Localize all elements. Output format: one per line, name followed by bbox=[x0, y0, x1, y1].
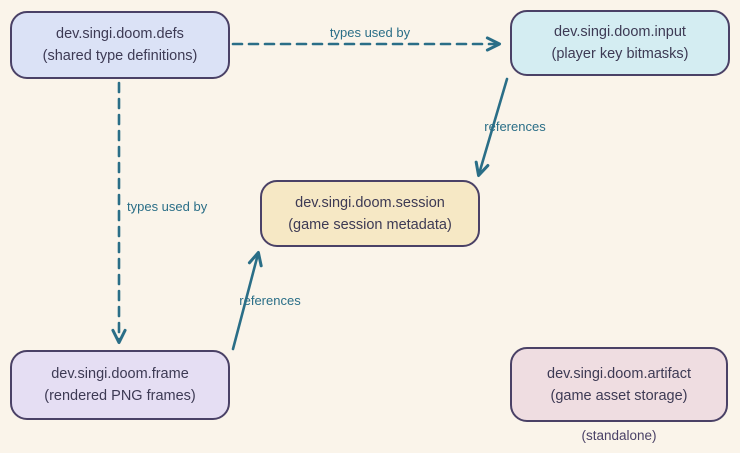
node-defs-title: dev.singi.doom.defs bbox=[56, 26, 184, 42]
node-input: dev.singi.doom.input (player key bitmask… bbox=[510, 10, 730, 76]
edge-label-defs-input: types used by bbox=[329, 25, 411, 40]
node-defs-subtitle: (shared type definitions) bbox=[42, 48, 198, 64]
node-artifact-title: dev.singi.doom.artifact bbox=[547, 365, 691, 382]
node-session-title: dev.singi.doom.session bbox=[295, 194, 445, 211]
node-defs: dev.singi.doom.defs (shared type definit… bbox=[10, 11, 230, 79]
node-input-title: dev.singi.doom.input bbox=[554, 24, 686, 40]
node-artifact-subtitle: (game asset storage) bbox=[550, 387, 688, 404]
node-input-subtitle: (player key bitmasks) bbox=[551, 46, 689, 62]
edge-label-input-session: references bbox=[484, 119, 546, 134]
edge-label-frame-session: references bbox=[239, 293, 301, 308]
node-frame-title: dev.singi.doom.frame bbox=[51, 366, 189, 382]
standalone-note: (standalone) bbox=[581, 428, 657, 443]
node-session: dev.singi.doom.session (game session met… bbox=[260, 180, 480, 247]
node-session-subtitle: (game session metadata) bbox=[288, 216, 452, 233]
edge-label-defs-frame: types used by bbox=[127, 199, 208, 214]
node-frame-subtitle: (rendered PNG frames) bbox=[44, 388, 196, 404]
node-artifact: dev.singi.doom.artifact (game asset stor… bbox=[510, 347, 728, 422]
node-frame: dev.singi.doom.frame (rendered PNG frame… bbox=[10, 350, 230, 420]
